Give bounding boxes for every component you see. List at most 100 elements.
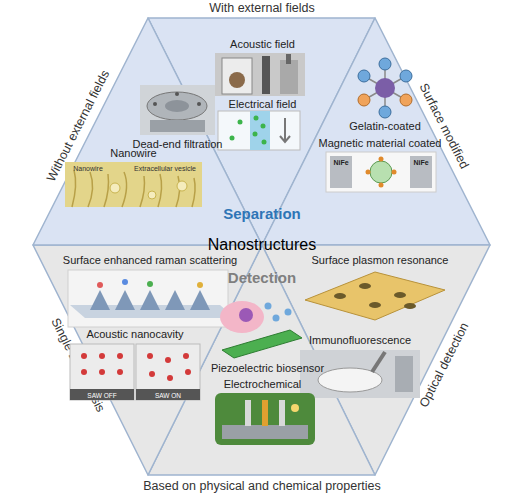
image-label: NiFe	[333, 159, 348, 166]
method-label: Surface enhanced raman scattering	[60, 254, 240, 266]
sers-substrate-part	[140, 290, 160, 310]
electrochemical-image-part	[222, 425, 308, 439]
magnetic-coating-image-part	[392, 170, 397, 175]
method-panel: Piezoelectric biosensor	[200, 296, 335, 374]
center-label: Detection	[228, 269, 296, 286]
sers-substrate-part	[197, 282, 203, 288]
piezoelectric-image-part	[265, 303, 272, 310]
method-panel: Electrochemical	[205, 378, 320, 448]
spr-chip-image-part	[334, 293, 346, 299]
acoustic-nanocavity-image-part	[165, 357, 171, 363]
method-panel: Magnetic material coated	[315, 137, 445, 195]
electrical-field-chip-part	[262, 140, 267, 145]
gelatin-coated-particle-part	[358, 70, 370, 82]
piezoelectric-image	[220, 301, 302, 358]
sers-substrate-part	[97, 282, 103, 288]
method-label: Acoustic field	[210, 38, 315, 50]
image-label: NiFe	[413, 159, 428, 166]
method-label: Nanowire	[62, 147, 205, 159]
electrical-field-chip	[218, 111, 300, 150]
sers-substrate-part	[122, 279, 128, 285]
electrochemical-image	[215, 393, 315, 445]
sers-substrate-part	[115, 290, 135, 310]
acoustic-field-photo-part	[280, 60, 298, 94]
dead-end-filtration-photo-part	[140, 85, 215, 135]
method-label: Immunofluorescence	[295, 334, 425, 346]
magnetic-coating-image-part	[330, 156, 352, 188]
nanowire-image-part	[110, 183, 120, 193]
sers-substrate-part	[68, 270, 228, 327]
acoustic-nanocavity-image-part	[117, 369, 123, 375]
method-label: Surface plasmon resonance	[300, 254, 460, 266]
piezoelectric-image-part	[285, 309, 292, 316]
acoustic-nanocavity-image-part	[81, 369, 87, 375]
center-label: Nanostructures	[208, 236, 317, 254]
method-label: Piezoelectric biosensor	[200, 362, 335, 374]
sers-substrate	[68, 270, 235, 327]
triangle-outline	[33, 245, 262, 475]
electrical-field-chip-part	[280, 118, 290, 142]
method-panel: Surface enhanced raman scattering	[60, 254, 240, 328]
gelatin-coated-particle	[358, 58, 412, 118]
acoustic-field-photo-part	[222, 58, 252, 94]
piezoelectric-image-part	[239, 308, 253, 322]
acoustic-nanocavity-image-part	[136, 389, 200, 400]
category-heading: Based on physical and chemical propertie…	[143, 479, 381, 493]
method-label: Magnetic material coated	[315, 137, 445, 149]
method-panel: Dead-end filtration	[120, 82, 235, 150]
magnetic-coating-image-part	[370, 161, 392, 183]
electrical-field-chip-part	[253, 132, 258, 137]
image-label: Extracellular vesicle	[134, 165, 196, 172]
method-panel: Acoustic field	[210, 38, 315, 98]
acoustic-field-photo-part	[229, 72, 245, 88]
acoustic-nanocavity-image-part	[185, 369, 191, 375]
spr-chip-image-part	[394, 292, 406, 298]
method-label: Gelatin-coated	[340, 120, 430, 132]
magnetic-coating-image-part	[366, 170, 371, 175]
piezoelectric-image-part	[220, 301, 264, 333]
dead-end-filtration-photo-part	[175, 92, 179, 96]
acoustic-field-photo-part	[262, 56, 270, 94]
method-label: Acoustic nanocavity	[65, 328, 205, 340]
dead-end-filtration-photo-part	[165, 100, 189, 112]
nanowire-image-part	[65, 162, 202, 207]
immunofluorescence-device-part	[300, 350, 420, 398]
immunofluorescence-device-part	[318, 368, 382, 392]
acoustic-nanocavity-image-part	[183, 353, 189, 359]
dead-end-filtration-photo-part	[197, 102, 201, 106]
spr-chip-image-part	[305, 272, 445, 320]
electrical-field-chip-part	[238, 120, 243, 125]
image-label: SAW OFF	[87, 392, 116, 399]
electrochemical-image-part	[245, 400, 251, 426]
acoustic-nanocavity-image-part	[70, 389, 134, 400]
electrical-field-chip-part	[250, 111, 270, 150]
nanowire-image-part	[72, 170, 195, 207]
category-heading: With external fields	[209, 1, 315, 15]
acoustic-nanocavity-image-part	[70, 344, 134, 400]
electrical-field-chip-part	[218, 111, 300, 150]
acoustic-nanocavity-image-part	[147, 353, 153, 359]
acoustic-field-photo-part	[215, 53, 305, 96]
nanowire-image	[65, 162, 202, 207]
spr-chip-image-part	[404, 303, 416, 309]
image-label: SAW ON	[155, 392, 181, 399]
acoustic-nanocavity-image	[70, 344, 200, 400]
spr-chip-image-part	[369, 302, 381, 308]
electrochemical-image-part	[262, 400, 268, 426]
acoustic-nanocavity-image-part	[99, 353, 105, 359]
gelatin-coated-particle-part	[379, 58, 391, 70]
gelatin-coated-particle-part	[358, 94, 370, 106]
method-panel: Nanowire	[62, 147, 205, 209]
spr-chip-image-part	[359, 283, 371, 289]
image-label: Nanowire	[73, 165, 103, 172]
sers-substrate-part	[190, 290, 210, 310]
dead-end-filtration-photo	[140, 85, 215, 135]
gelatin-coated-particle-part	[400, 70, 412, 82]
acoustic-nanocavity-image-part	[99, 369, 105, 375]
gelatin-coated-particle-part	[400, 94, 412, 106]
dead-end-filtration-photo-part	[153, 102, 157, 106]
method-label: Electrical field	[210, 98, 315, 110]
method-panel: Acoustic nanocavity	[65, 328, 205, 402]
